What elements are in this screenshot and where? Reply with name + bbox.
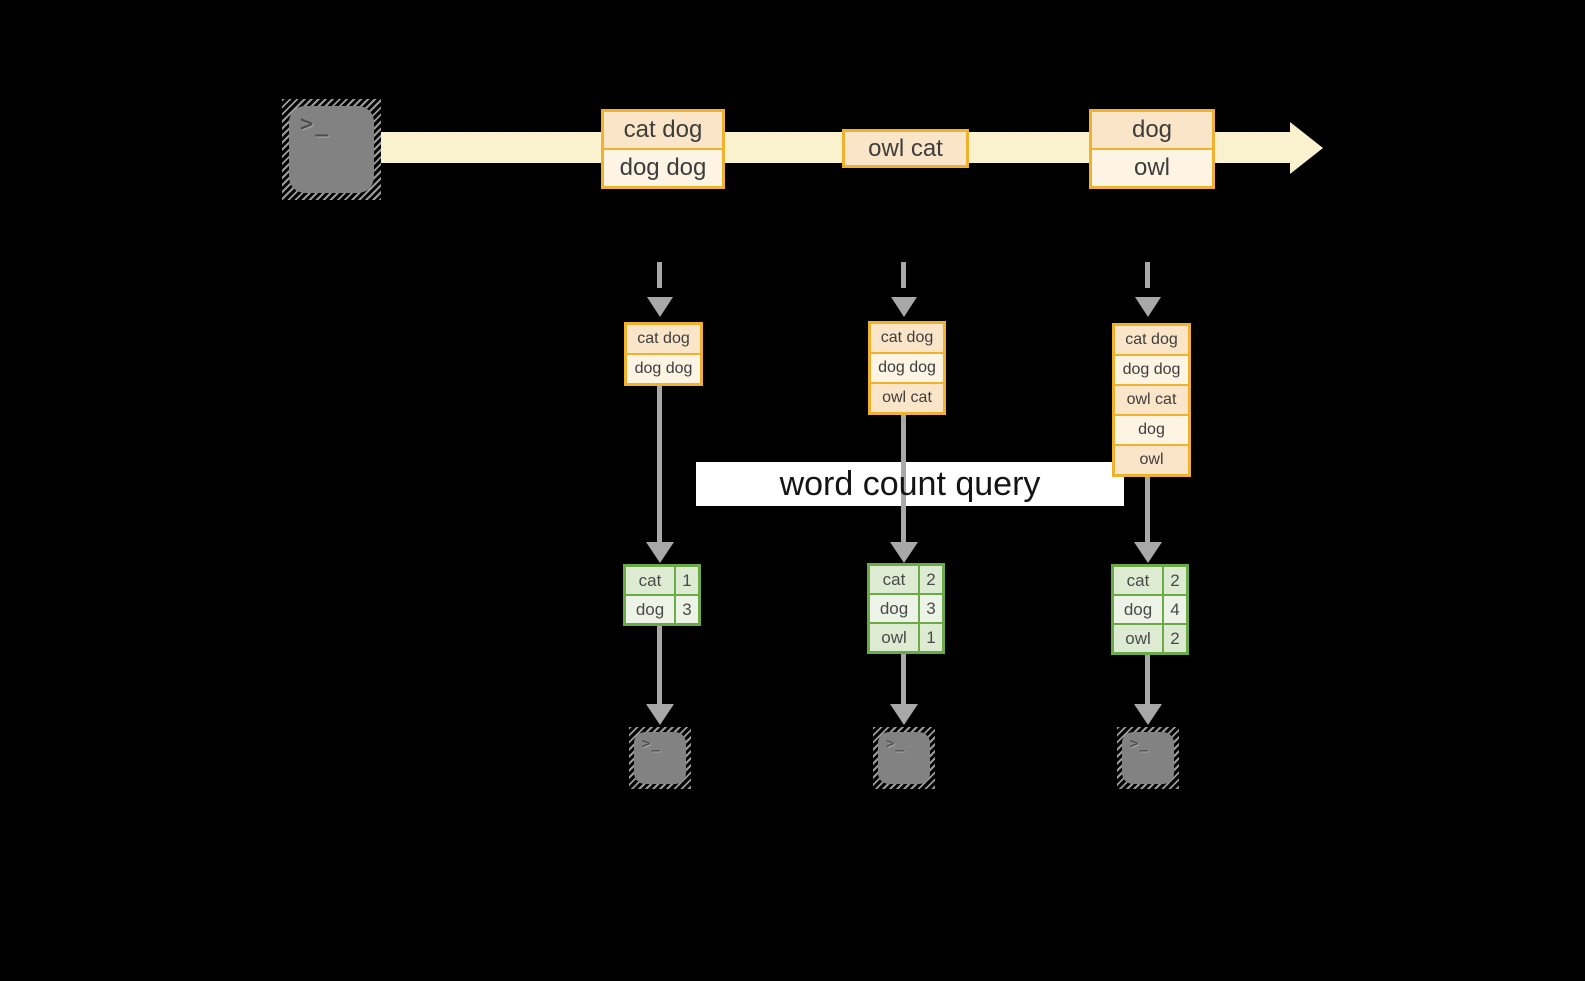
ingest-arrowhead-2 xyxy=(891,297,917,317)
count-cell: 1 xyxy=(920,624,942,651)
terminal-prompt-icon: >_ xyxy=(1130,736,1149,752)
stream-event: cat dog xyxy=(604,112,722,148)
word-cell: dog xyxy=(870,595,920,622)
buffered-events-3: cat dog dog dog owl cat dog owl xyxy=(1112,323,1191,477)
word-count-table-2: cat 2 dog 3 owl 1 xyxy=(867,563,945,654)
terminal-screen: >_ xyxy=(878,732,930,784)
query-arrow-line-3 xyxy=(1145,477,1150,542)
buffer-row: cat dog xyxy=(1115,326,1188,354)
stream-arrowhead-icon xyxy=(1290,122,1323,174)
terminal-prompt-icon: >_ xyxy=(642,736,661,752)
terminal-prompt-icon: >_ xyxy=(300,112,331,137)
query-label: word count query xyxy=(779,465,1041,503)
ingest-arrow-dash-3 xyxy=(1145,262,1150,288)
table-row: dog 4 xyxy=(1114,594,1186,623)
count-cell: 1 xyxy=(676,567,698,594)
word-cell: cat xyxy=(1114,567,1164,594)
query-label-background xyxy=(696,462,1124,506)
table-row: cat 1 xyxy=(626,567,698,594)
sink-terminal-icon-3: >_ xyxy=(1117,727,1179,789)
stream-event: dog xyxy=(1092,112,1212,148)
table-row: owl 1 xyxy=(870,622,942,651)
sink-arrow-line-3 xyxy=(1145,655,1150,704)
stream-event-batch-3: dog owl xyxy=(1089,109,1215,189)
query-arrow-line-2 xyxy=(901,415,906,542)
stream-event-batch-1: cat dog dog dog xyxy=(601,109,725,189)
stream-event: dog dog xyxy=(604,148,722,186)
sink-arrowhead-3 xyxy=(1134,704,1162,725)
terminal-prompt-icon: >_ xyxy=(886,736,905,752)
sink-arrowhead-2 xyxy=(890,704,918,725)
stream-source-terminal-icon: >_ xyxy=(282,99,381,200)
buffer-row: owl cat xyxy=(871,382,943,412)
count-cell: 3 xyxy=(676,596,698,623)
count-cell: 4 xyxy=(1164,596,1186,623)
sink-arrow-line-2 xyxy=(901,654,906,704)
stream-event: owl cat xyxy=(845,132,966,165)
word-cell: cat xyxy=(870,566,920,593)
word-cell: owl xyxy=(1114,625,1164,652)
count-cell: 3 xyxy=(920,595,942,622)
word-cell: dog xyxy=(626,596,676,623)
word-count-table-1: cat 1 dog 3 xyxy=(623,564,701,626)
buffer-row: dog dog xyxy=(871,352,943,382)
buffer-row: owl cat xyxy=(1115,384,1188,414)
stream-event: owl xyxy=(1092,148,1212,186)
ingest-arrowhead-3 xyxy=(1135,297,1161,317)
terminal-screen: >_ xyxy=(634,732,686,784)
buffer-row: owl xyxy=(1115,444,1188,474)
table-row: dog 3 xyxy=(870,593,942,622)
buffered-events-1: cat dog dog dog xyxy=(624,322,703,386)
ingest-arrow-dash-1 xyxy=(657,262,662,288)
table-row: cat 2 xyxy=(870,566,942,593)
sink-terminal-icon-2: >_ xyxy=(873,727,935,789)
buffer-row: cat dog xyxy=(871,324,943,352)
count-cell: 2 xyxy=(1164,625,1186,652)
buffer-row: dog xyxy=(1115,414,1188,444)
ingest-arrow-dash-2 xyxy=(901,262,906,288)
query-arrowhead-3 xyxy=(1134,542,1162,563)
word-cell: owl xyxy=(870,624,920,651)
word-cell: dog xyxy=(1114,596,1164,623)
word-cell: cat xyxy=(626,567,676,594)
query-arrowhead-1 xyxy=(646,542,674,563)
sink-arrowhead-1 xyxy=(646,704,674,725)
terminal-screen: >_ xyxy=(1122,732,1174,784)
table-row: dog 3 xyxy=(626,594,698,623)
word-count-table-3: cat 2 dog 4 owl 2 xyxy=(1111,564,1189,655)
buffer-row: dog dog xyxy=(627,353,700,383)
sink-terminal-icon-1: >_ xyxy=(629,727,691,789)
count-cell: 2 xyxy=(1164,567,1186,594)
table-row: cat 2 xyxy=(1114,567,1186,594)
stream-event-batch-2: owl cat xyxy=(842,129,969,168)
query-arrowhead-2 xyxy=(890,542,918,563)
count-cell: 2 xyxy=(920,566,942,593)
buffer-row: dog dog xyxy=(1115,354,1188,384)
sink-arrow-line-1 xyxy=(657,626,662,704)
table-row: owl 2 xyxy=(1114,623,1186,652)
query-arrow-line-1 xyxy=(657,386,662,542)
buffered-events-2: cat dog dog dog owl cat xyxy=(868,321,946,415)
terminal-screen: >_ xyxy=(289,106,374,193)
ingest-arrowhead-1 xyxy=(647,297,673,317)
buffer-row: cat dog xyxy=(627,325,700,353)
